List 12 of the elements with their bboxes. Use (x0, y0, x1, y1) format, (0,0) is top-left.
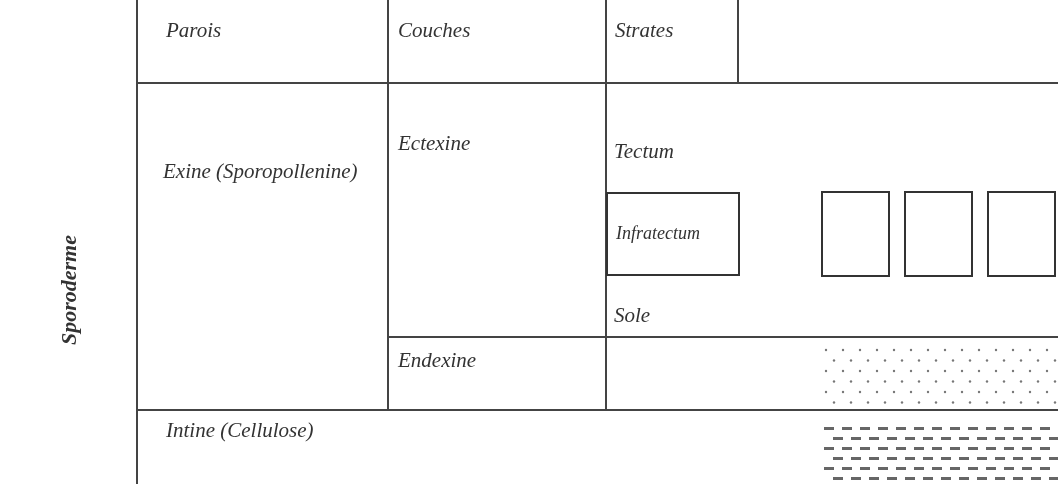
wall-name: Exine (Sporopollenine) (163, 158, 359, 185)
stratum-frame (606, 192, 740, 276)
wall-name: Intine (Cellulose) (166, 417, 314, 444)
stratum-name: Infratectum (616, 222, 700, 246)
vertical-heading: Sporoderme (55, 235, 82, 345)
stratum-name: Tectum (614, 138, 674, 165)
column-heading: Couches (398, 17, 471, 44)
column-heading: Parois (166, 17, 222, 44)
layer-name: Ectexine (398, 130, 471, 157)
layer-name: Endexine (398, 347, 477, 374)
stratum-name: Sole (614, 302, 651, 329)
column-heading: Strates (615, 17, 674, 44)
